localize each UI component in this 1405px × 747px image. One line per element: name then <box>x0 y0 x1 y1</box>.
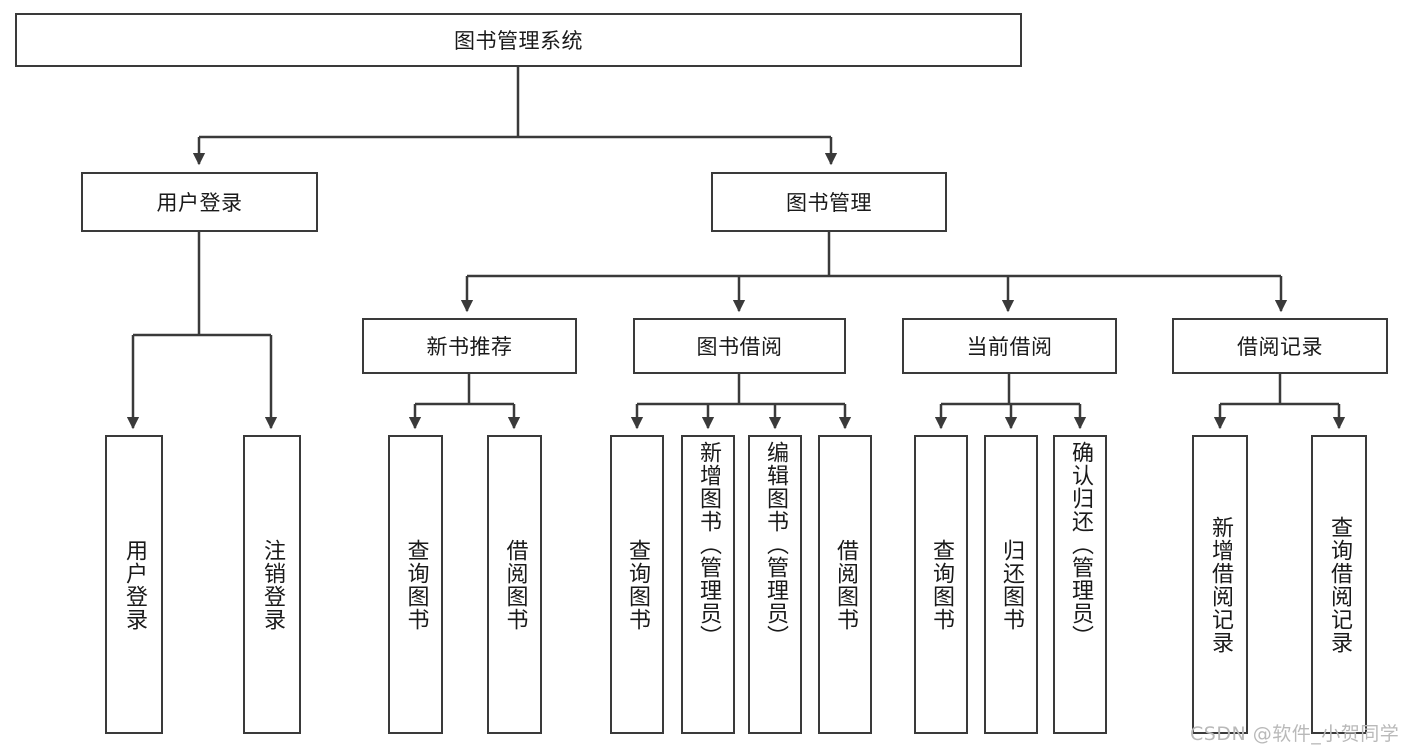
leaf-label: 编辑图书（管理员） <box>762 441 788 648</box>
node-borrow-record[interactable]: 借阅记录 <box>1172 318 1388 374</box>
leaf-logout[interactable]: 注销登录 <box>243 435 301 734</box>
leaf-label: 借阅图书 <box>832 538 858 631</box>
node-book-management[interactable]: 图书管理 <box>711 172 947 232</box>
leaf-label: 确认归还（管理员） <box>1067 441 1093 648</box>
leaf-label: 借阅图书 <box>502 538 528 631</box>
leaf-label: 查询借阅记录 <box>1326 515 1352 654</box>
leaf-confirm-return-admin[interactable]: 确认归还（管理员） <box>1053 435 1107 734</box>
leaf-query-book-recommend[interactable]: 查询图书 <box>388 435 443 734</box>
leaf-edit-book-admin[interactable]: 编辑图书（管理员） <box>748 435 802 734</box>
node-user-login[interactable]: 用户登录 <box>81 172 318 232</box>
leaf-borrow-book-recommend[interactable]: 借阅图书 <box>487 435 542 734</box>
leaf-label: 归还图书 <box>998 538 1024 631</box>
node-new-book-recommend[interactable]: 新书推荐 <box>362 318 577 374</box>
leaf-label: 注销登录 <box>259 538 285 631</box>
csdn-watermark: CSDN @软件_小贺同学 <box>1190 723 1400 745</box>
leaf-query-book-borrow[interactable]: 查询图书 <box>610 435 664 734</box>
leaf-borrow-book[interactable]: 借阅图书 <box>818 435 872 734</box>
leaf-label: 查询图书 <box>403 538 429 631</box>
leaf-label: 新增图书（管理员） <box>695 441 721 648</box>
leaf-user-login[interactable]: 用户登录 <box>105 435 163 734</box>
leaf-label: 查询图书 <box>928 538 954 631</box>
leaf-label: 新增借阅记录 <box>1207 515 1233 654</box>
node-book-borrow[interactable]: 图书借阅 <box>633 318 846 374</box>
leaf-add-borrow-record[interactable]: 新增借阅记录 <box>1192 435 1248 734</box>
leaf-add-book-admin[interactable]: 新增图书（管理员） <box>681 435 735 734</box>
leaf-label: 用户登录 <box>121 538 147 631</box>
node-current-borrow[interactable]: 当前借阅 <box>902 318 1117 374</box>
leaf-label: 查询图书 <box>624 538 650 631</box>
node-root[interactable]: 图书管理系统 <box>15 13 1022 67</box>
leaf-return-book[interactable]: 归还图书 <box>984 435 1038 734</box>
leaf-query-borrow-record[interactable]: 查询借阅记录 <box>1311 435 1367 734</box>
leaf-query-book-current[interactable]: 查询图书 <box>914 435 968 734</box>
